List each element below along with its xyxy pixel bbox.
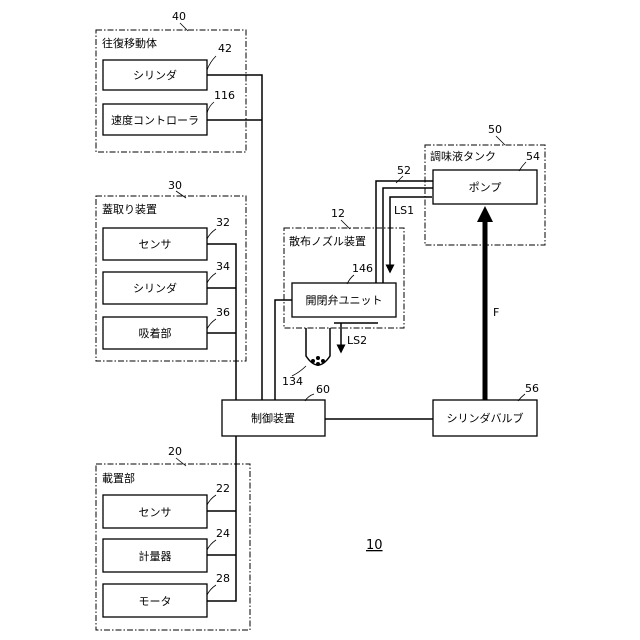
scale-ref: 24 bbox=[216, 527, 230, 540]
pump-label: ポンプ bbox=[469, 181, 502, 194]
ls2-label: LS2 bbox=[347, 334, 367, 347]
flow-label: F bbox=[493, 306, 499, 319]
reciprocating-group-ref: 40 bbox=[172, 10, 186, 23]
flow-arrow-head bbox=[477, 206, 493, 222]
suction-ref: 36 bbox=[216, 306, 230, 319]
nozzle-hole bbox=[316, 356, 320, 360]
nozzle-tip-ref: 134 bbox=[282, 375, 303, 388]
pipe-ref: 52 bbox=[397, 164, 411, 177]
controller-label: 制御装置 bbox=[251, 411, 295, 425]
cylinder-34-ref: 34 bbox=[216, 260, 230, 273]
cylinder-42-label: シリンダ bbox=[133, 68, 177, 82]
tank-group-name: 調味液タンク bbox=[430, 149, 496, 163]
motor-label: モータ bbox=[139, 595, 172, 608]
mount-group-name: 載置部 bbox=[102, 471, 135, 485]
lid-remover-group-ref: 30 bbox=[168, 179, 182, 192]
leader-22 bbox=[207, 495, 216, 505]
mount-group-ref: 20 bbox=[168, 445, 182, 458]
nozzle-hole bbox=[311, 359, 315, 363]
leader-52 bbox=[396, 176, 403, 183]
figure-number: 10 bbox=[366, 538, 383, 553]
sensor-32-ref: 32 bbox=[216, 216, 230, 229]
leader-20 bbox=[176, 458, 186, 466]
sensor-32-label: センサ bbox=[139, 238, 172, 251]
lid-remover-group-name: 蓋取り装置 bbox=[102, 203, 157, 216]
cylinder-34-label: シリンダ bbox=[133, 281, 177, 295]
cylinder-valve-ref: 56 bbox=[525, 382, 539, 395]
leader-36 bbox=[207, 319, 216, 329]
leader-34 bbox=[207, 273, 216, 283]
cylinder-42-ref: 42 bbox=[218, 42, 232, 55]
pump-ref: 54 bbox=[526, 150, 540, 163]
leader-28 bbox=[207, 585, 216, 595]
scale-label: 計量器 bbox=[139, 549, 172, 563]
valve-unit-label: 開閉弁ユニット bbox=[306, 293, 383, 307]
leader-50 bbox=[496, 136, 505, 145]
ls1-label: LS1 bbox=[394, 204, 414, 217]
tank-group-ref: 50 bbox=[488, 123, 502, 136]
motor-ref: 28 bbox=[216, 572, 230, 585]
cylinder-valve-label: シリンダバルブ bbox=[447, 411, 524, 425]
valve-unit-ref: 146 bbox=[352, 262, 373, 275]
nozzle-hole bbox=[321, 359, 325, 363]
sensor-22-label: センサ bbox=[139, 506, 172, 519]
leader-42 bbox=[207, 56, 216, 70]
suction-label: 吸着部 bbox=[139, 326, 172, 340]
leader-24 bbox=[207, 540, 216, 550]
sensor-22-ref: 22 bbox=[216, 482, 230, 495]
speed-controller-label: 速度コントローラ bbox=[111, 113, 199, 127]
wire-cylinder-42 bbox=[207, 75, 262, 400]
leader-30 bbox=[176, 191, 186, 198]
controller-ref: 60 bbox=[316, 383, 330, 396]
speed-controller-ref: 116 bbox=[214, 89, 235, 102]
nozzle-group-name: 散布ノズル装置 bbox=[289, 234, 366, 248]
reciprocating-group-name: 往復移動体 bbox=[102, 36, 157, 50]
nozzle-group-ref: 12 bbox=[331, 207, 345, 220]
nozzle-hole bbox=[316, 362, 320, 366]
leader-116 bbox=[207, 102, 214, 113]
leader-32 bbox=[207, 229, 216, 239]
